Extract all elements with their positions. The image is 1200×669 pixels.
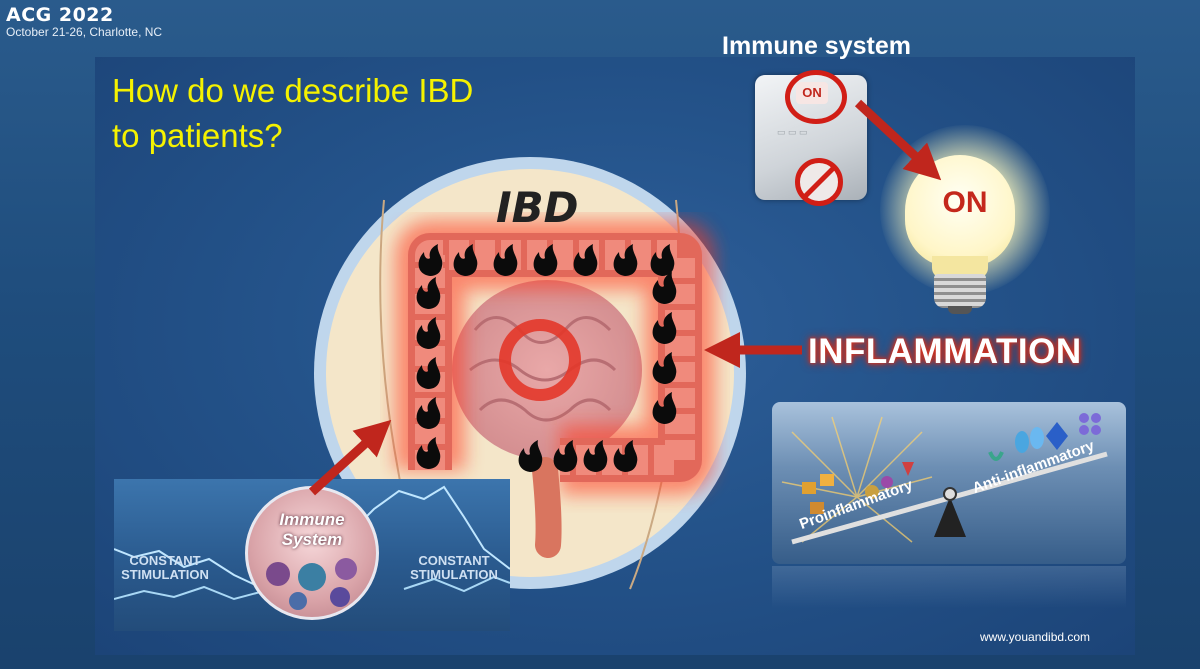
- ibd-label: IBD: [496, 183, 579, 232]
- flame-icon: [573, 244, 598, 276]
- flame-icon: [416, 277, 441, 309]
- immune-cells-icon: [266, 558, 357, 610]
- small-intestine: [452, 280, 642, 460]
- switch-to-bulb-arrow: [854, 99, 942, 181]
- flame-markers: [416, 244, 677, 472]
- bulb-base: [934, 274, 986, 308]
- footer-url: www.youandibd.com: [980, 630, 1091, 644]
- flame-icon: [652, 352, 677, 384]
- flame-icon: [652, 272, 677, 304]
- flame-icon: [533, 244, 558, 276]
- flame-icon: [416, 437, 441, 469]
- bulb-on-label: ON: [942, 186, 988, 219]
- anti-inflammatory-molecules: [988, 413, 1101, 461]
- balance-inset-reflection: [772, 566, 1126, 608]
- flame-icon: [416, 397, 441, 429]
- bulb-neck: [932, 256, 988, 278]
- flame-icon: [652, 312, 677, 344]
- balance-scale: [781, 413, 1108, 545]
- immune-to-colon-arrow: [308, 419, 392, 496]
- flame-icon: [652, 392, 677, 424]
- constant-stimulation-left: CONSTANT STIMULATION: [121, 553, 209, 582]
- flame-icon: [613, 440, 638, 472]
- inflammation-ring: [499, 319, 581, 401]
- flame-icon: [416, 357, 441, 389]
- inflammation-label: INFLAMMATION: [808, 332, 1082, 371]
- conference-subtitle: October 21-26, Charlotte, NC: [6, 25, 163, 39]
- flame-icon: [518, 440, 543, 472]
- title-line-1: How do we describe IBD: [112, 72, 474, 109]
- flame-icon: [453, 244, 478, 276]
- intestine-folds: [469, 316, 617, 422]
- title-line-2: to patients?: [112, 117, 283, 154]
- proinflammatory-molecules: [802, 462, 914, 514]
- flame-icon: [650, 244, 675, 276]
- switch-on-highlight-ring: [785, 70, 847, 124]
- immune-system-circle: [245, 486, 379, 620]
- flame-icon: [416, 317, 441, 349]
- flame-icon: [553, 440, 578, 472]
- bulb-tip: [948, 306, 972, 314]
- constant-stimulation-right: CONSTANT STIMULATION: [410, 553, 498, 582]
- immune-label-line-1: Immune: [279, 510, 345, 529]
- immune-system-label: Immune System: [245, 510, 379, 550]
- acg-logo-text: ACG 2022: [6, 4, 114, 26]
- balance-inset: [772, 402, 1126, 564]
- flame-icon: [613, 244, 638, 276]
- switch-brand-mark: ▭ ▭ ▭: [777, 127, 808, 137]
- immune-system-heading: Immune system: [722, 32, 911, 60]
- flame-icon: [583, 440, 608, 472]
- flame-icon: [418, 244, 443, 276]
- acg-logo: ACG 2022 October 21-26, Charlotte, NC: [6, 4, 162, 39]
- rectum: [532, 457, 562, 558]
- immune-label-line-2: System: [281, 530, 343, 549]
- slide-title: How do we describe IBD to patients?: [112, 68, 473, 158]
- off-prohibited-icon: [795, 158, 843, 206]
- flame-icon: [493, 244, 518, 276]
